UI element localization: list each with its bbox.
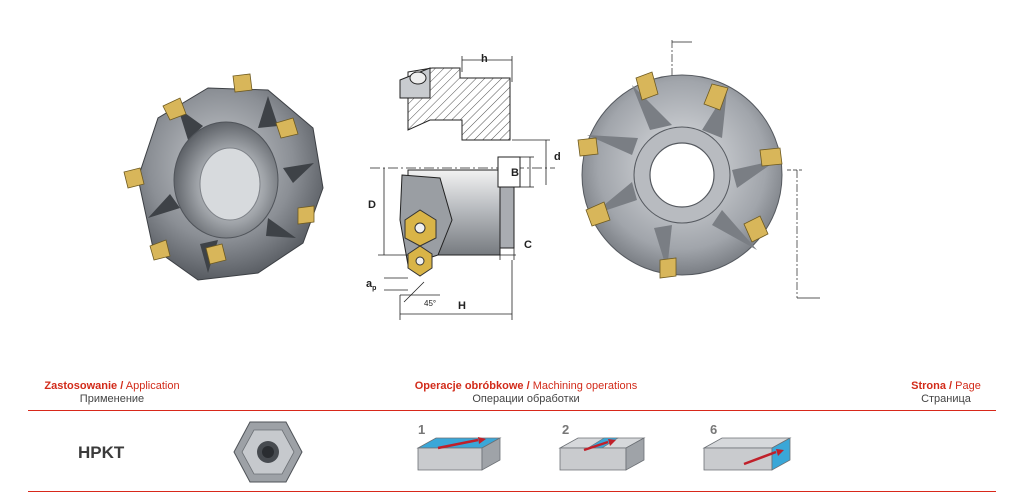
D-dimension-label: D bbox=[368, 199, 376, 211]
C-dimension-label: C bbox=[524, 239, 532, 251]
operations-label-en: Machining operations bbox=[532, 380, 638, 392]
page-label-en: Page bbox=[955, 380, 981, 392]
B-dimension-label: B bbox=[511, 167, 519, 179]
operation-2-number: 2 bbox=[562, 422, 570, 437]
operations-header: Operacje obróbkowe / Machining operation… bbox=[376, 380, 676, 406]
application-header: Zastosowanie / Application Применение bbox=[34, 380, 190, 406]
d-dimension-label: d bbox=[554, 151, 561, 163]
header-divider bbox=[28, 410, 996, 411]
application-label-pl: Zastosowanie bbox=[44, 380, 118, 392]
application-separator: / bbox=[120, 380, 124, 392]
H-dimension-label: H bbox=[458, 300, 466, 312]
cutter-front-view bbox=[572, 30, 832, 305]
angle-label: 45° bbox=[424, 299, 436, 308]
insert-image bbox=[232, 418, 304, 486]
cross-section-drawing: h d B D C ap 45° H bbox=[360, 50, 570, 325]
application-label-en: Application bbox=[125, 380, 180, 392]
h-dimension-label: h bbox=[481, 53, 488, 65]
operation-6-diagram bbox=[700, 434, 792, 474]
operation-6-number: 6 bbox=[710, 422, 718, 437]
ap-dimension-label: ap bbox=[366, 278, 376, 292]
page-header: Strona / Page Страница bbox=[896, 380, 996, 406]
page-label-pl: Strona bbox=[911, 380, 946, 392]
operation-1-diagram bbox=[414, 434, 502, 474]
operations-label-ru: Операции обработки bbox=[472, 393, 580, 405]
insert-code: HPKT bbox=[78, 443, 125, 462]
page-label-ru: Страница bbox=[921, 393, 971, 405]
milling-cutter-photo bbox=[118, 68, 333, 290]
footer-divider bbox=[28, 491, 996, 492]
operation-1-number: 1 bbox=[418, 422, 426, 437]
operation-2-diagram bbox=[556, 434, 646, 474]
application-label-ru: Применение bbox=[79, 393, 145, 405]
operations-separator: / bbox=[526, 380, 530, 392]
page-separator: / bbox=[949, 380, 953, 392]
operations-label-pl: Operacje obróbkowe bbox=[414, 380, 524, 392]
